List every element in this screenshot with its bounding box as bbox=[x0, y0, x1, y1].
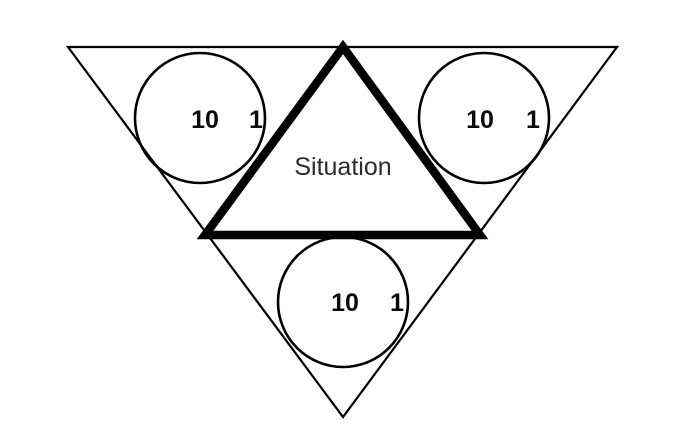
circle-right[interactable] bbox=[417, 51, 551, 185]
circle-right-value-one: 1 bbox=[526, 106, 540, 134]
circle-right-value-ten: 10 bbox=[466, 106, 494, 134]
circle-left-value-one: 1 bbox=[249, 106, 263, 134]
circle-bottom-value-one: 1 bbox=[390, 289, 404, 317]
circle-left-value-ten: 10 bbox=[191, 106, 219, 134]
inner-triangle bbox=[196, 39, 489, 240]
center-situation-label: Situation bbox=[294, 153, 391, 181]
circle-left[interactable] bbox=[133, 51, 267, 185]
circle-bottom-value-ten: 10 bbox=[331, 289, 359, 317]
